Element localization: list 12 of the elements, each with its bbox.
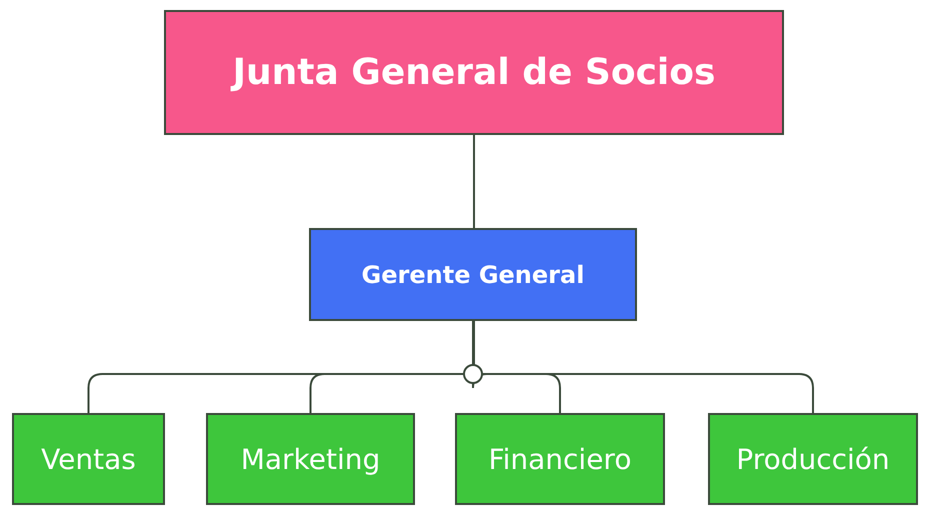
box-label: Gerente General [362, 260, 584, 288]
org-box [708, 413, 918, 505]
box-label: Producción [736, 442, 890, 476]
box-label: Ventas [41, 442, 136, 476]
box-label: Marketing [240, 442, 380, 476]
org-box [206, 413, 415, 505]
box-label: Junta General de Socios [232, 52, 716, 93]
org-box [164, 10, 784, 135]
org-box [455, 413, 665, 505]
org-box [12, 413, 165, 505]
org-box [309, 228, 637, 321]
box-label: Financiero [488, 442, 632, 476]
